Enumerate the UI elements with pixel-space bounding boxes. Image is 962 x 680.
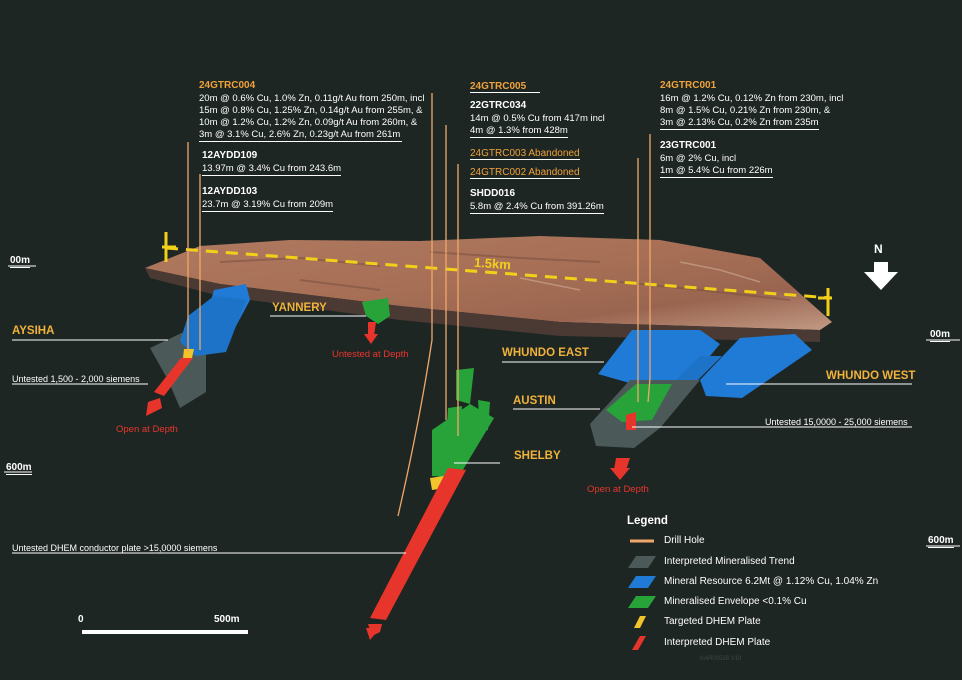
shelby-orebody	[366, 368, 494, 640]
drill-result-line: 15m @ 0.8% Cu, 1.25% Zn, 0.14g/t Au from…	[199, 105, 423, 116]
leader-lines	[12, 315, 912, 554]
drill-label-24gtrc005: 24GTRC005	[470, 81, 541, 93]
legend-swatches	[628, 539, 656, 650]
scale-start-label: 0	[78, 614, 84, 625]
drill-result-line: 10m @ 1.2% Cu, 1.2% Zn, 0.09g/t Au from …	[199, 117, 418, 128]
drill-label-24gtrc003: 24GTRC003 Abandoned	[470, 148, 580, 160]
annotation-open-right: Open at Depth	[587, 484, 649, 495]
drill-result-line: 1m @ 5.4% Cu from 226m	[660, 165, 773, 178]
drill-holes	[187, 93, 651, 517]
location-whundo-west: WHUNDO WEST	[826, 370, 916, 382]
location-yannery: YANNERY	[272, 302, 327, 314]
scale-end-label: 500m	[214, 614, 240, 625]
drill-label-12aydd109: 12AYDD109	[202, 150, 258, 161]
drill-result-line: 14m @ 0.5% Cu from 417m incl	[470, 113, 605, 124]
drill-label-22gtrc034: 22GTRC034	[470, 100, 527, 111]
drill-label-12aydd103: 12AYDD103	[202, 186, 258, 197]
annotation-untested-left: Untested 1,500 - 2,000 siemens	[12, 374, 140, 384]
legend-title: Legend	[627, 515, 668, 527]
location-austin: AUSTIN	[513, 395, 556, 407]
depth-label-right-00: 00m	[930, 329, 951, 342]
depth-label-left-00: 00m	[10, 255, 31, 268]
legend-interpreted-label: Interpreted DHEM Plate	[664, 637, 771, 648]
legend-resource-swatch	[628, 576, 656, 588]
legend-drill-label: Drill Hole	[664, 535, 705, 546]
depth-label-right-600: 600m	[928, 535, 954, 548]
drill-result-line: 6m @ 2% Cu, incl	[660, 153, 737, 164]
drill-result-line: 8m @ 1.5% Cu, 0.21% Zn from 230m, &	[660, 105, 831, 116]
aysiha-orebody	[146, 284, 250, 416]
distance-label: 1.5km	[473, 254, 512, 273]
annotation-untested-yannery: Untested at Depth	[332, 349, 409, 360]
annotation-open-left: Open at Depth	[116, 424, 178, 435]
annotation-untested-right: Untested 15,0000 - 25,000 siemens	[765, 417, 908, 427]
legend-targeted-label: Targeted DHEM Plate	[664, 616, 761, 627]
drill-result-line: 13.97m @ 3.4% Cu from 243.6m	[202, 163, 342, 176]
legend-trend-label: Interpreted Mineralised Trend	[664, 556, 795, 567]
location-shelby: SHELBY	[514, 450, 561, 462]
legend-envelope-swatch	[628, 596, 656, 608]
drill-result-line: 5.8m @ 2.4% Cu from 391.26m	[470, 201, 604, 214]
depth-label-left-600: 600m	[6, 462, 32, 475]
legend-envelope-label: Mineralised Envelope <0.1% Cu	[664, 596, 807, 607]
drill-result-line: 16m @ 1.2% Cu, 0.12% Zn from 230m, incl	[660, 93, 844, 104]
drill-label-shdd016: SHDD016	[470, 188, 516, 199]
north-arrow-icon	[864, 262, 898, 290]
distance-line	[162, 232, 833, 316]
legend-targeted-swatch	[634, 616, 646, 628]
legend-resource-label: Mineral Resource 6.2Mt @ 1.12% Cu, 1.04%…	[664, 576, 879, 587]
yannery-orebody	[362, 298, 390, 344]
drill-label-24gtrc004: 24GTRC004	[199, 80, 256, 91]
legend-trend-swatch	[628, 556, 656, 568]
drill-result-line: 3m @ 2.13% Cu, 0.2% Zn from 235m	[660, 117, 819, 130]
drill-result-line: 4m @ 1.3% from 428m	[470, 125, 568, 138]
location-whundo-east: WHUNDO EAST	[502, 347, 589, 359]
drill-label-24gtrc001: 24GTRC001	[660, 80, 717, 91]
location-aysiha: AYSIHA	[12, 325, 55, 337]
drill-result-line: 20m @ 0.6% Cu, 1.0% Zn, 0.11g/t Au from …	[199, 93, 425, 104]
legend-interpreted-swatch	[632, 636, 646, 650]
north-label: N	[874, 242, 883, 256]
drill-label-23gtrc001: 23GTRC001	[660, 140, 717, 151]
drill-label-24gtrc002: 24GTRC002 Abandoned	[470, 167, 580, 179]
annotation-untested-dhem: Untested DHEM conductor plate >15,0000 s…	[12, 543, 218, 553]
watermark: KAR00528 V10	[700, 656, 742, 662]
whundo-orebodies	[590, 330, 812, 480]
scale-bar	[82, 630, 248, 634]
drill-result-line: 3m @ 3.1% Cu, 2.6% Zn, 0.23g/t Au from 2…	[199, 129, 403, 142]
drill-result-line: 23.7m @ 3.19% Cu from 209m	[202, 199, 334, 212]
